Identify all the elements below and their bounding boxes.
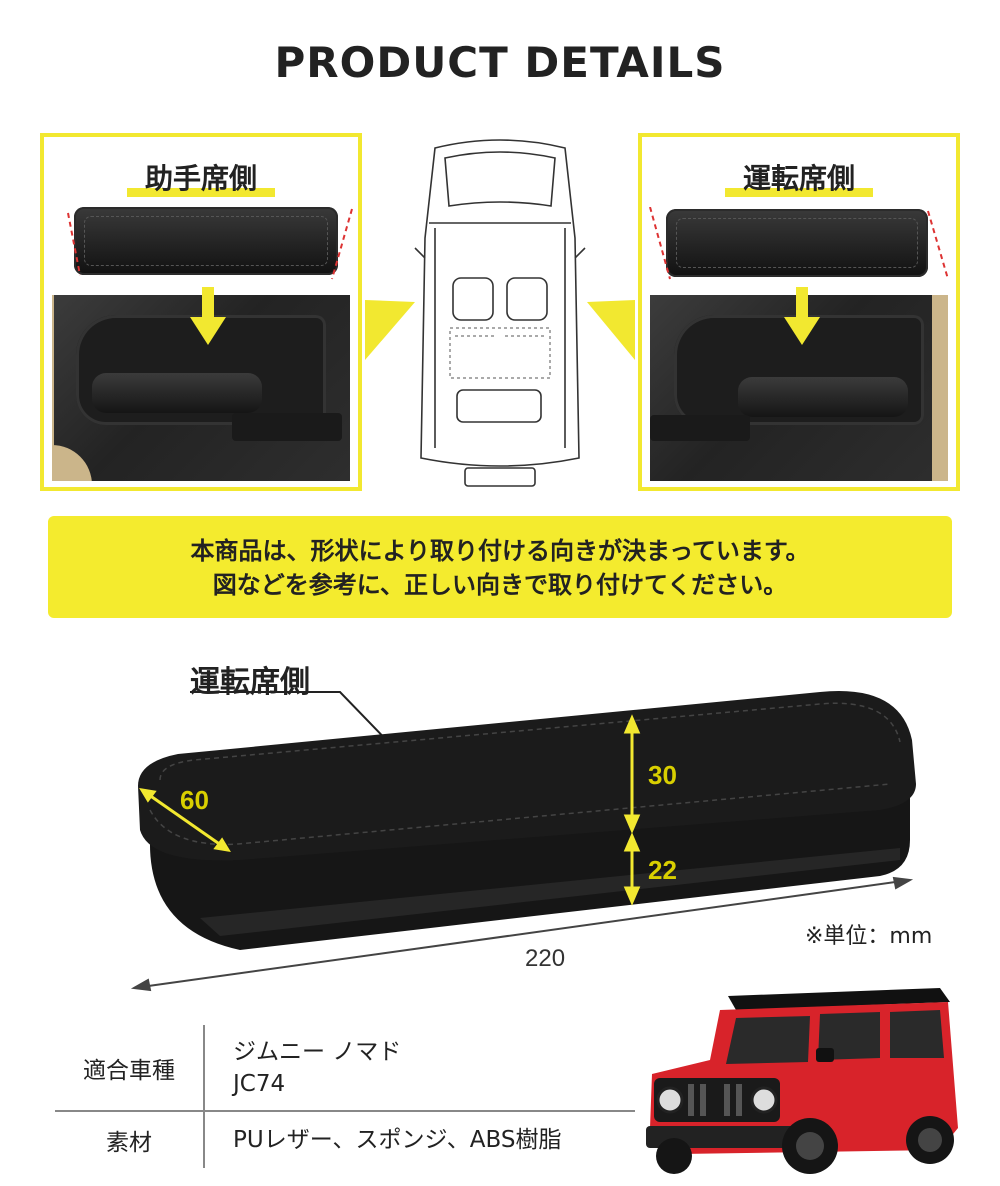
armrest-pad-image: [74, 207, 338, 275]
callout-wedges: [365, 300, 635, 360]
passenger-side-label: 助手席側: [127, 162, 275, 195]
passenger-side-label-wrap: 助手席側: [44, 157, 358, 197]
armrest-pad-image: [666, 209, 928, 277]
driver-side-panel: 運転席側: [638, 133, 960, 491]
spec-key: 適合車種: [55, 1025, 205, 1110]
spec-row-compatible-vehicle: 適合車種 ジムニー ノマド JC74: [55, 1025, 635, 1112]
spec-value-line: ジムニー ノマド: [233, 1038, 402, 1065]
length-dimension-label: 220: [525, 945, 566, 972]
angle-guide-lines: [67, 208, 353, 280]
depth-dimension-label: 60: [180, 785, 209, 815]
arrow-down-icon: [190, 287, 226, 345]
unit-note: ※単位：mm: [805, 924, 933, 949]
notice-line-2: 図などを参考に、正しい向きで取り付けてください。: [212, 571, 788, 599]
car-top-view-icon: [414, 139, 586, 487]
spec-table: 適合車種 ジムニー ノマド JC74 素材 PUレザー、スポンジ、ABS樹脂: [55, 1025, 635, 1168]
armrest-dimension-diagram: [130, 691, 916, 992]
driver-side-callout-label: 運転席側: [190, 665, 310, 700]
driver-side-label: 運転席側: [725, 162, 873, 195]
installation-notice: 本商品は、形状により取り付ける向きが決まっています。 図などを参考に、正しい向き…: [48, 516, 952, 618]
angle-guide-lines: [649, 207, 949, 280]
page-title: PRODUCT DETAILS: [274, 38, 726, 87]
passenger-side-panel: 助手席側: [40, 133, 362, 491]
spec-value: PUレザー、スポンジ、ABS樹脂: [205, 1112, 635, 1168]
upper-height-dimension-label: 30: [648, 760, 677, 790]
notice-line-1: 本商品は、形状により取り付ける向きが決まっています。: [190, 537, 810, 565]
spec-value: ジムニー ノマド JC74: [205, 1025, 635, 1110]
arrow-down-icon: [784, 287, 820, 345]
spec-key: 素材: [55, 1112, 205, 1168]
lower-height-dimension-label: 22: [648, 855, 677, 885]
spec-value-line: PUレザー、スポンジ、ABS樹脂: [233, 1127, 562, 1153]
spec-value-line: JC74: [233, 1070, 286, 1097]
door-installation-photo: [650, 295, 948, 481]
spec-row-material: 素材 PUレザー、スポンジ、ABS樹脂: [55, 1112, 635, 1168]
driver-side-label-wrap: 運転席側: [642, 157, 956, 197]
vehicle-image: [646, 988, 958, 1174]
